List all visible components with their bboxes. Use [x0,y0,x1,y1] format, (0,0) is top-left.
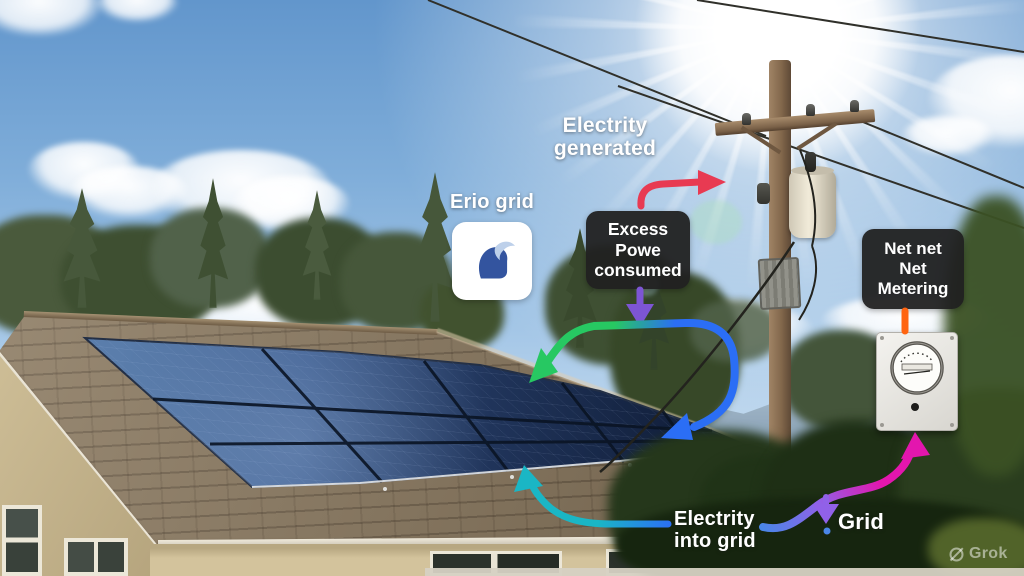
window [64,538,128,576]
grid-label: Grid [838,509,885,534]
meter-port [911,403,919,411]
insulator [806,104,815,116]
erio-logo-icon [478,241,516,279]
ground-strip [425,568,1024,576]
electricity-generated-label: Electrity generated [553,114,657,161]
window [2,505,42,576]
watermark-text: Grok [969,545,1008,562]
cloud [902,116,994,156]
pole-junction-box [757,256,802,311]
insulator [742,113,751,125]
erio-grid-logo-card [452,222,532,300]
lens-flare [690,200,742,244]
transformer-bushing [805,152,816,172]
grok-logo-icon [949,546,964,561]
transformer [789,166,836,238]
electricity-into-grid-label: Electrity into grid [674,508,756,552]
insulator [850,100,859,112]
foliage [928,518,1024,576]
excess-power-label: Excess Powe consumed [586,211,690,289]
meter-dial [890,341,944,395]
cloud [96,0,178,22]
net-metering-label: Net net Net Metering [862,229,964,309]
pole-bracket [757,183,770,204]
net-meter-device [876,332,958,431]
watermark: Grok [948,545,1008,563]
erio-grid-label: Erio grid [449,191,535,213]
